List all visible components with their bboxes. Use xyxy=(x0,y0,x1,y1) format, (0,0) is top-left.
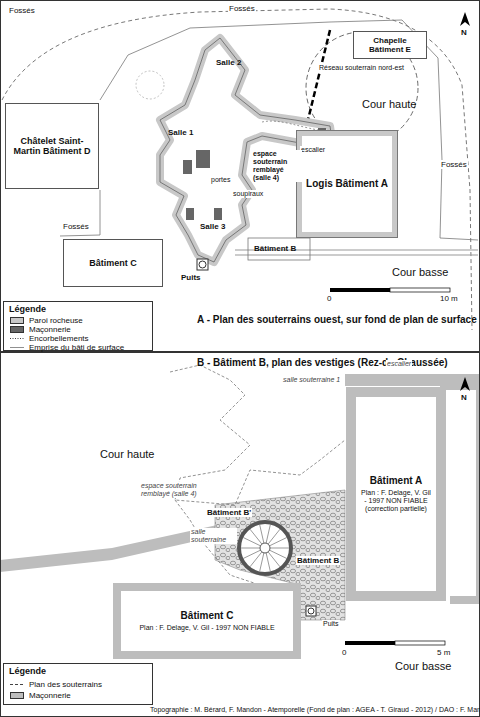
legend-entry: Maçonnerie xyxy=(10,325,71,334)
legend-text: Plan des souterrains xyxy=(29,680,102,689)
legend-swatch xyxy=(10,317,24,324)
legend-text: Emprise du bâti de surface xyxy=(29,343,124,352)
node-title: B - Bâtiment B, plan des vestiges (Rez-d… xyxy=(197,357,477,369)
feature-label: Puits xyxy=(180,273,202,282)
node-title: Bâtiment A xyxy=(370,475,422,487)
scale-label: 0 xyxy=(327,294,331,303)
node-title: Châtelet Saint-Martin Bâtiment D xyxy=(9,136,95,157)
scale-label: 0 xyxy=(342,648,346,657)
area-label: Fossés xyxy=(228,4,256,13)
area-label: Cour haute xyxy=(100,448,154,461)
north-label: N xyxy=(461,393,467,402)
room-label: espace souterrain remblayé (salle 4) xyxy=(140,482,202,498)
legend-line-sample xyxy=(10,344,24,351)
feature-label: portes xyxy=(210,176,231,184)
node-title: Logis Bâtiment A xyxy=(306,178,388,190)
building: Bâtiment C xyxy=(63,239,163,287)
legend-entry: Emprise du bâti de surface xyxy=(10,343,124,352)
area-label: Réseau souterrain nord-est xyxy=(318,64,405,72)
building-label: Bâtiment B xyxy=(254,244,296,253)
area-label: Fossés xyxy=(62,222,90,231)
plan-panel: A - Plan des souterrains ouest, sur fond… xyxy=(0,0,480,352)
legend-text: Maçonnerie xyxy=(29,325,71,334)
legend-entry: Plan des souterrains xyxy=(10,680,102,689)
building-label: Bâtiment B xyxy=(296,556,340,565)
room-label: Salle 1 xyxy=(168,128,193,137)
room-label: escalier xyxy=(300,146,326,154)
legend-box: LégendePlan des souterrainsMaçonnerie xyxy=(3,663,153,705)
node-title: A - Plan des souterrains ouest, sur fond… xyxy=(197,314,477,326)
legend-text: Encorbellements xyxy=(29,334,89,343)
legend-line-sample xyxy=(10,335,24,342)
building: Bâtiment A Plan : F. Delage, V. Gil - 199… xyxy=(346,387,446,601)
building: Bâtiment C Plan : F. Delage, V. Gil - 199… xyxy=(113,583,301,659)
room-label: escalier xyxy=(386,360,412,368)
legend-entry: Paroi rocheuse xyxy=(10,316,83,325)
scale-label: 5 m xyxy=(437,648,450,657)
node-note: Plan : F. Delage, V. Gil - 1997 NON FIAB… xyxy=(139,624,274,632)
legend-swatch xyxy=(10,326,24,333)
node-title: Légende xyxy=(9,666,109,676)
legend-text: Maçonnerie xyxy=(29,691,71,700)
north-label: N xyxy=(461,28,467,37)
node-title: Bâtiment C xyxy=(89,258,137,268)
legend-swatch xyxy=(10,692,24,699)
node-title: Bâtiment C xyxy=(181,610,234,622)
building-label: Bâtiment B' xyxy=(206,508,252,517)
area-label: Fossés xyxy=(8,6,36,15)
area-label: Cour basse xyxy=(392,266,448,279)
room-label: Salle 2 xyxy=(216,58,241,67)
feature-label: Puits xyxy=(322,620,340,628)
building: Châtelet Saint-Martin Bâtiment D xyxy=(5,103,99,189)
credits-caption: Topographie : M. Bérard, F. Mandon - Ate… xyxy=(150,706,478,713)
legend-entry: Encorbellements xyxy=(10,334,89,343)
node-note: Plan : F. Delage, V. Gil - 1997 NON FIAB… xyxy=(359,489,433,513)
node-title: Légende xyxy=(9,304,109,314)
legend-line-sample xyxy=(10,681,24,688)
legend-box: LégendeParoi rocheuseMaçonnerieEncorbell… xyxy=(3,301,153,351)
scale-label: 10 m xyxy=(440,294,458,303)
node-title: Chapelle Bâtiment E xyxy=(357,36,423,54)
room-label: salle souterraine 1 xyxy=(282,376,341,384)
area-label: Cour basse xyxy=(395,660,451,673)
building: Chapelle Bâtiment E xyxy=(353,31,427,59)
room-label: salle souterraine xyxy=(190,528,237,544)
room-label: espace souterrain remblayé (salle 4) xyxy=(252,150,302,182)
area-label: Cour haute xyxy=(362,98,416,111)
legend-text: Paroi rocheuse xyxy=(29,316,83,325)
area-label: Fossés xyxy=(440,160,468,169)
feature-label: soupiraux xyxy=(232,190,264,198)
legend-entry: Maçonnerie xyxy=(10,691,71,700)
room-label: Salle 3 xyxy=(200,222,225,231)
